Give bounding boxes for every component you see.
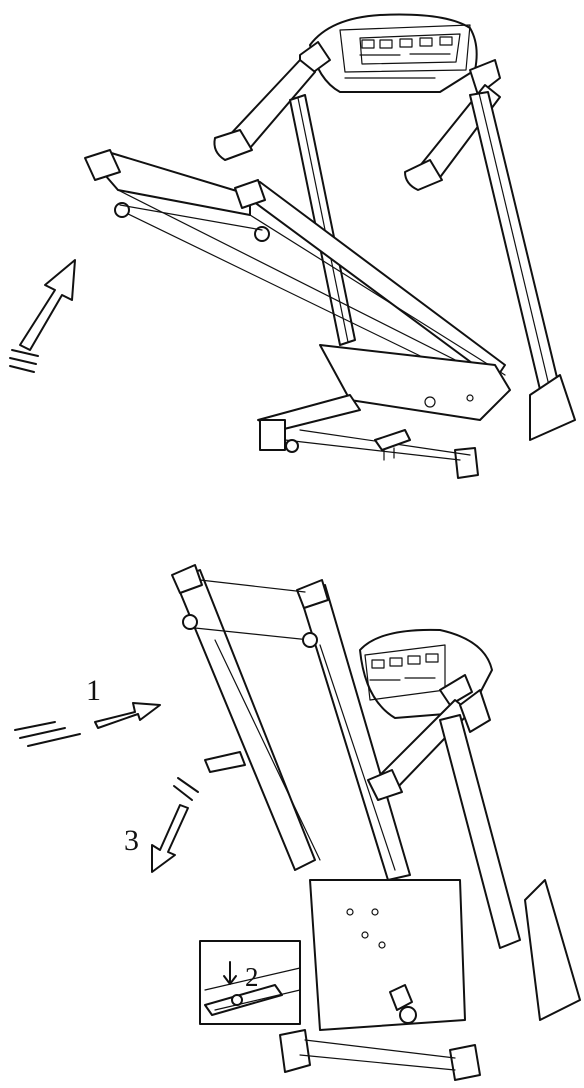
left-foot	[259, 419, 286, 451]
knob	[204, 751, 246, 773]
motor-cover-folded	[309, 879, 466, 1031]
right-foot	[454, 447, 479, 479]
treadmill-folded-view	[171, 564, 581, 1081]
step-1-label: 1	[86, 674, 101, 707]
rear-stabilizer-folded	[524, 879, 581, 1021]
console	[299, 13, 501, 96]
running-deck-folded	[171, 564, 411, 881]
latch-detail-inset	[199, 940, 301, 1025]
press-down-arrow-icon	[223, 961, 237, 985]
step-3-label: 3	[124, 824, 139, 857]
motor-cover	[319, 344, 511, 421]
raise-arrow-icon	[9, 259, 76, 373]
step1-arrow-icon	[14, 702, 161, 747]
running-deck-raised	[84, 149, 506, 386]
rear-stabilizer	[529, 374, 576, 441]
step3-arrow-icon	[151, 777, 199, 873]
treadmill-unfolded-view	[84, 13, 576, 479]
step-2-label: 2	[245, 962, 259, 992]
console-folded	[359, 628, 493, 719]
